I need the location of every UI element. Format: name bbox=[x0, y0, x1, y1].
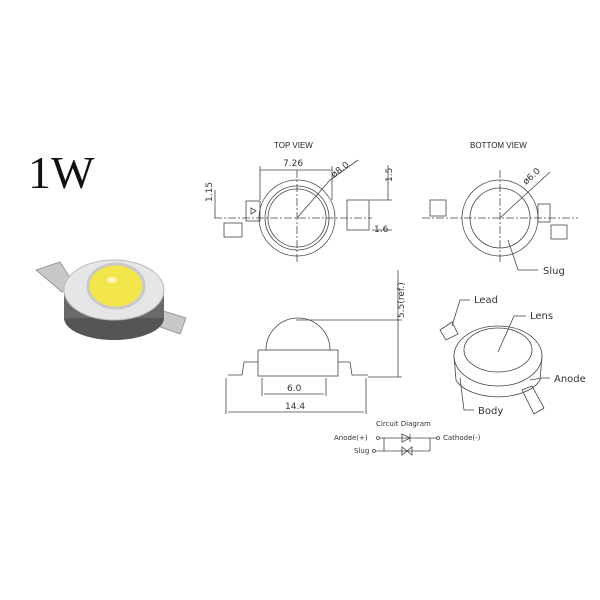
dim-left-h: 1.15 bbox=[205, 182, 215, 202]
side-view bbox=[225, 270, 402, 414]
dim-overall: 14.4 bbox=[285, 402, 305, 412]
bottom-view bbox=[422, 170, 578, 271]
led-photo bbox=[34, 259, 187, 340]
iso-view bbox=[439, 299, 550, 415]
dim-width: 7.26 bbox=[283, 159, 303, 169]
dim-bottom-diameter: ø6.0 bbox=[521, 166, 543, 187]
dim-height: 5.5(ref.) bbox=[397, 282, 407, 318]
lens-callout: Lens bbox=[530, 311, 553, 322]
dim-lead: 1.6 bbox=[374, 225, 389, 235]
circuit-cathode: Cathode(-) bbox=[443, 434, 481, 442]
body-callout: Body bbox=[478, 406, 503, 417]
top-view-header: TOP VIEW bbox=[274, 141, 313, 150]
power-rating-title: 1W bbox=[28, 147, 95, 198]
circuit-title: Circuit Diagram bbox=[376, 420, 431, 428]
circuit-slug: Slug bbox=[354, 447, 369, 455]
circuit-diagram bbox=[372, 433, 440, 456]
slug-callout: Slug bbox=[543, 266, 565, 277]
top-view bbox=[214, 159, 392, 262]
bottom-view-header: BOTTOM VIEW bbox=[470, 141, 527, 150]
anode-callout: Anode bbox=[554, 374, 586, 385]
dim-diameter: ø8.0 bbox=[330, 160, 352, 180]
lead-callout: Lead bbox=[474, 295, 498, 306]
circuit-anode: Anode(+) bbox=[334, 434, 368, 442]
dim-inner: 6.0 bbox=[287, 384, 302, 394]
dim-right-h: 1.5 bbox=[385, 168, 395, 182]
